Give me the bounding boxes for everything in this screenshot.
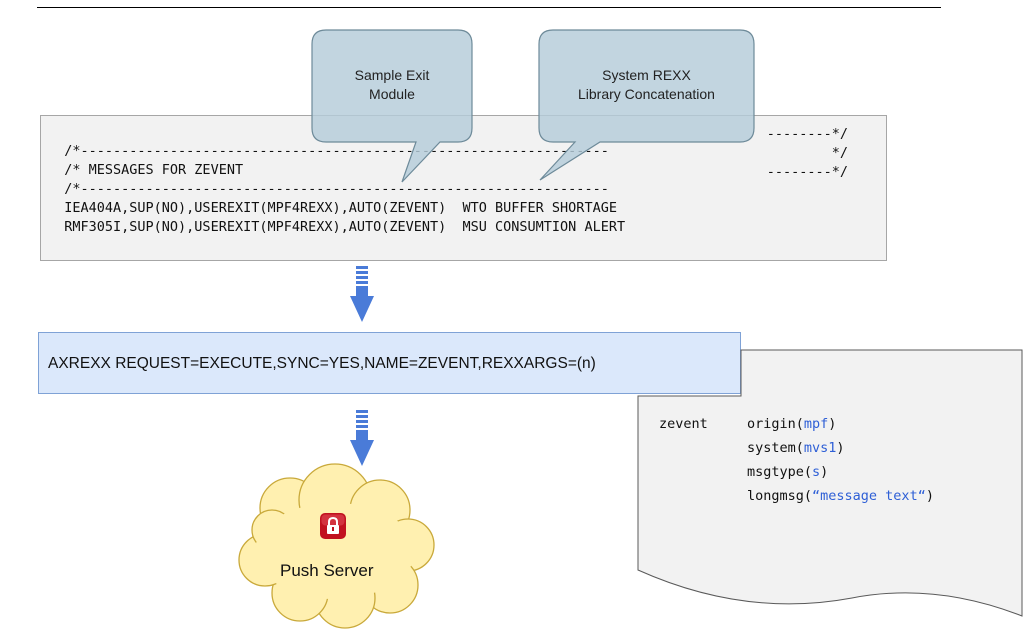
mpf-comment-line: /*--------------------------------------…: [48, 164, 848, 197]
push-server-label: Push Server: [280, 561, 374, 580]
arg-key: longmsg(: [747, 488, 813, 504]
flow-arrow-down-icon: [350, 266, 374, 322]
mpf-entry-line: IEA404A,SUP(NO),USEREXIT(MPF4REXX),AUTO(…: [48, 183, 848, 216]
mpf-line-end: */: [831, 145, 848, 161]
arg-value: s: [812, 464, 821, 480]
mpf-line-text: /* MESSAGES FOR ZEVENT: [64, 162, 244, 178]
mpf-line-text: RMF305I,SUP(NO),USEREXIT(MPF4REXX),AUTO(…: [64, 219, 626, 235]
callout-line: Library Concatenation: [578, 86, 715, 102]
callout-line: Module: [369, 86, 415, 102]
callout-line: Sample Exit: [354, 67, 430, 83]
mpf-line-end: --------*/: [766, 126, 848, 142]
mpf-line-text: /*--------------------------------------…: [64, 181, 609, 197]
arg-value: “message text“: [812, 488, 926, 504]
arg-close: ): [925, 488, 934, 504]
mpf-comment-line: /* MESSAGES FOR ZEVENT */: [48, 145, 848, 178]
flow-arrow-down-icon: [350, 410, 374, 466]
arg-key: system(: [747, 440, 804, 456]
zevent-arg: longmsg(“message text“): [747, 486, 934, 506]
zevent-arg: system(mvs1): [747, 438, 845, 458]
lock-icon: [320, 513, 346, 539]
arg-close: ): [836, 440, 845, 456]
arg-value: mvs1: [803, 440, 837, 456]
mpf-comment-line: /*--------------------------------------…: [48, 126, 848, 159]
arg-close: ): [820, 464, 829, 480]
arg-close: ): [828, 416, 837, 432]
exit-callout-label: Sample Exit Module: [312, 66, 472, 104]
callout-line: System REXX: [602, 67, 691, 83]
zevent-command: zevent: [659, 416, 708, 432]
arg-key: msgtype(: [747, 464, 813, 480]
library-callout-label: System REXX Library Concatenation: [539, 66, 754, 104]
top-rule: [37, 7, 941, 8]
mpf-entry-line: RMF305I,SUP(NO),USEREXIT(MPF4REXX),AUTO(…: [48, 202, 848, 235]
zevent-arg: origin(mpf): [747, 414, 836, 434]
mpf-line-end: --------*/: [766, 164, 848, 180]
mpf-line-text: IEA404A,SUP(NO),USEREXIT(MPF4REXX),AUTO(…: [64, 200, 617, 216]
axrexx-command: AXREXX REQUEST=EXECUTE,SYNC=YES,NAME=ZEV…: [48, 355, 596, 372]
arg-value: mpf: [803, 416, 829, 432]
arg-key: origin(: [747, 416, 804, 432]
zevent-arg: msgtype(s): [747, 462, 828, 482]
axrexx-request-box: [38, 332, 741, 394]
